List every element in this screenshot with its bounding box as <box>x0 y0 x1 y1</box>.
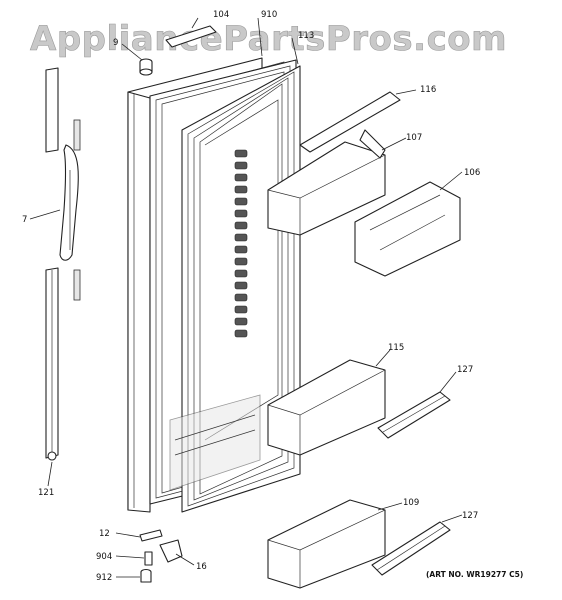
callout-labels: 104 910 9 113 116 107 106 7 115 127 121 … <box>22 10 480 583</box>
callout-107: 107 <box>406 133 422 143</box>
callout-127-lower: 127 <box>462 511 478 521</box>
callout-113: 113 <box>298 31 314 41</box>
callout-16: 16 <box>196 562 207 572</box>
watermark-text: AppliancePartsPros.com <box>30 19 507 59</box>
top-trim-104 <box>165 25 217 48</box>
callout-904: 904 <box>96 552 112 562</box>
callout-104: 104 <box>213 10 229 20</box>
bracket-16 <box>159 539 183 563</box>
screw-904 <box>144 551 153 566</box>
callout-121: 121 <box>38 488 54 498</box>
shelf-ridges <box>234 149 248 338</box>
callout-7: 7 <box>22 215 27 225</box>
callout-116: 116 <box>420 85 436 95</box>
door-bin-106 <box>354 181 461 277</box>
bushing-912 <box>140 568 152 583</box>
art-number: (ART NO. WR19277 C5) <box>426 570 523 579</box>
handle-trim-121 <box>45 267 59 461</box>
callout-9: 9 <box>113 38 118 48</box>
callout-106: 106 <box>464 168 480 178</box>
callout-115: 115 <box>388 343 404 353</box>
door-bin-107 <box>267 129 386 236</box>
callout-912: 912 <box>96 573 112 583</box>
bin-rail-116 <box>299 91 401 153</box>
door-bin-115 <box>267 359 386 456</box>
hinge-bushing-9 <box>139 58 153 76</box>
bin-trim-127-lower <box>371 521 451 576</box>
handle-7 <box>45 67 81 301</box>
bin-trim-127-upper <box>377 391 451 439</box>
callout-910: 910 <box>261 10 277 20</box>
leader-lines <box>29 17 463 578</box>
callout-12: 12 <box>99 529 110 539</box>
door-bin-109 <box>267 499 386 589</box>
hinge-cover-12 <box>139 529 163 542</box>
callout-127-upper: 127 <box>457 365 473 375</box>
callout-109: 109 <box>403 498 419 508</box>
